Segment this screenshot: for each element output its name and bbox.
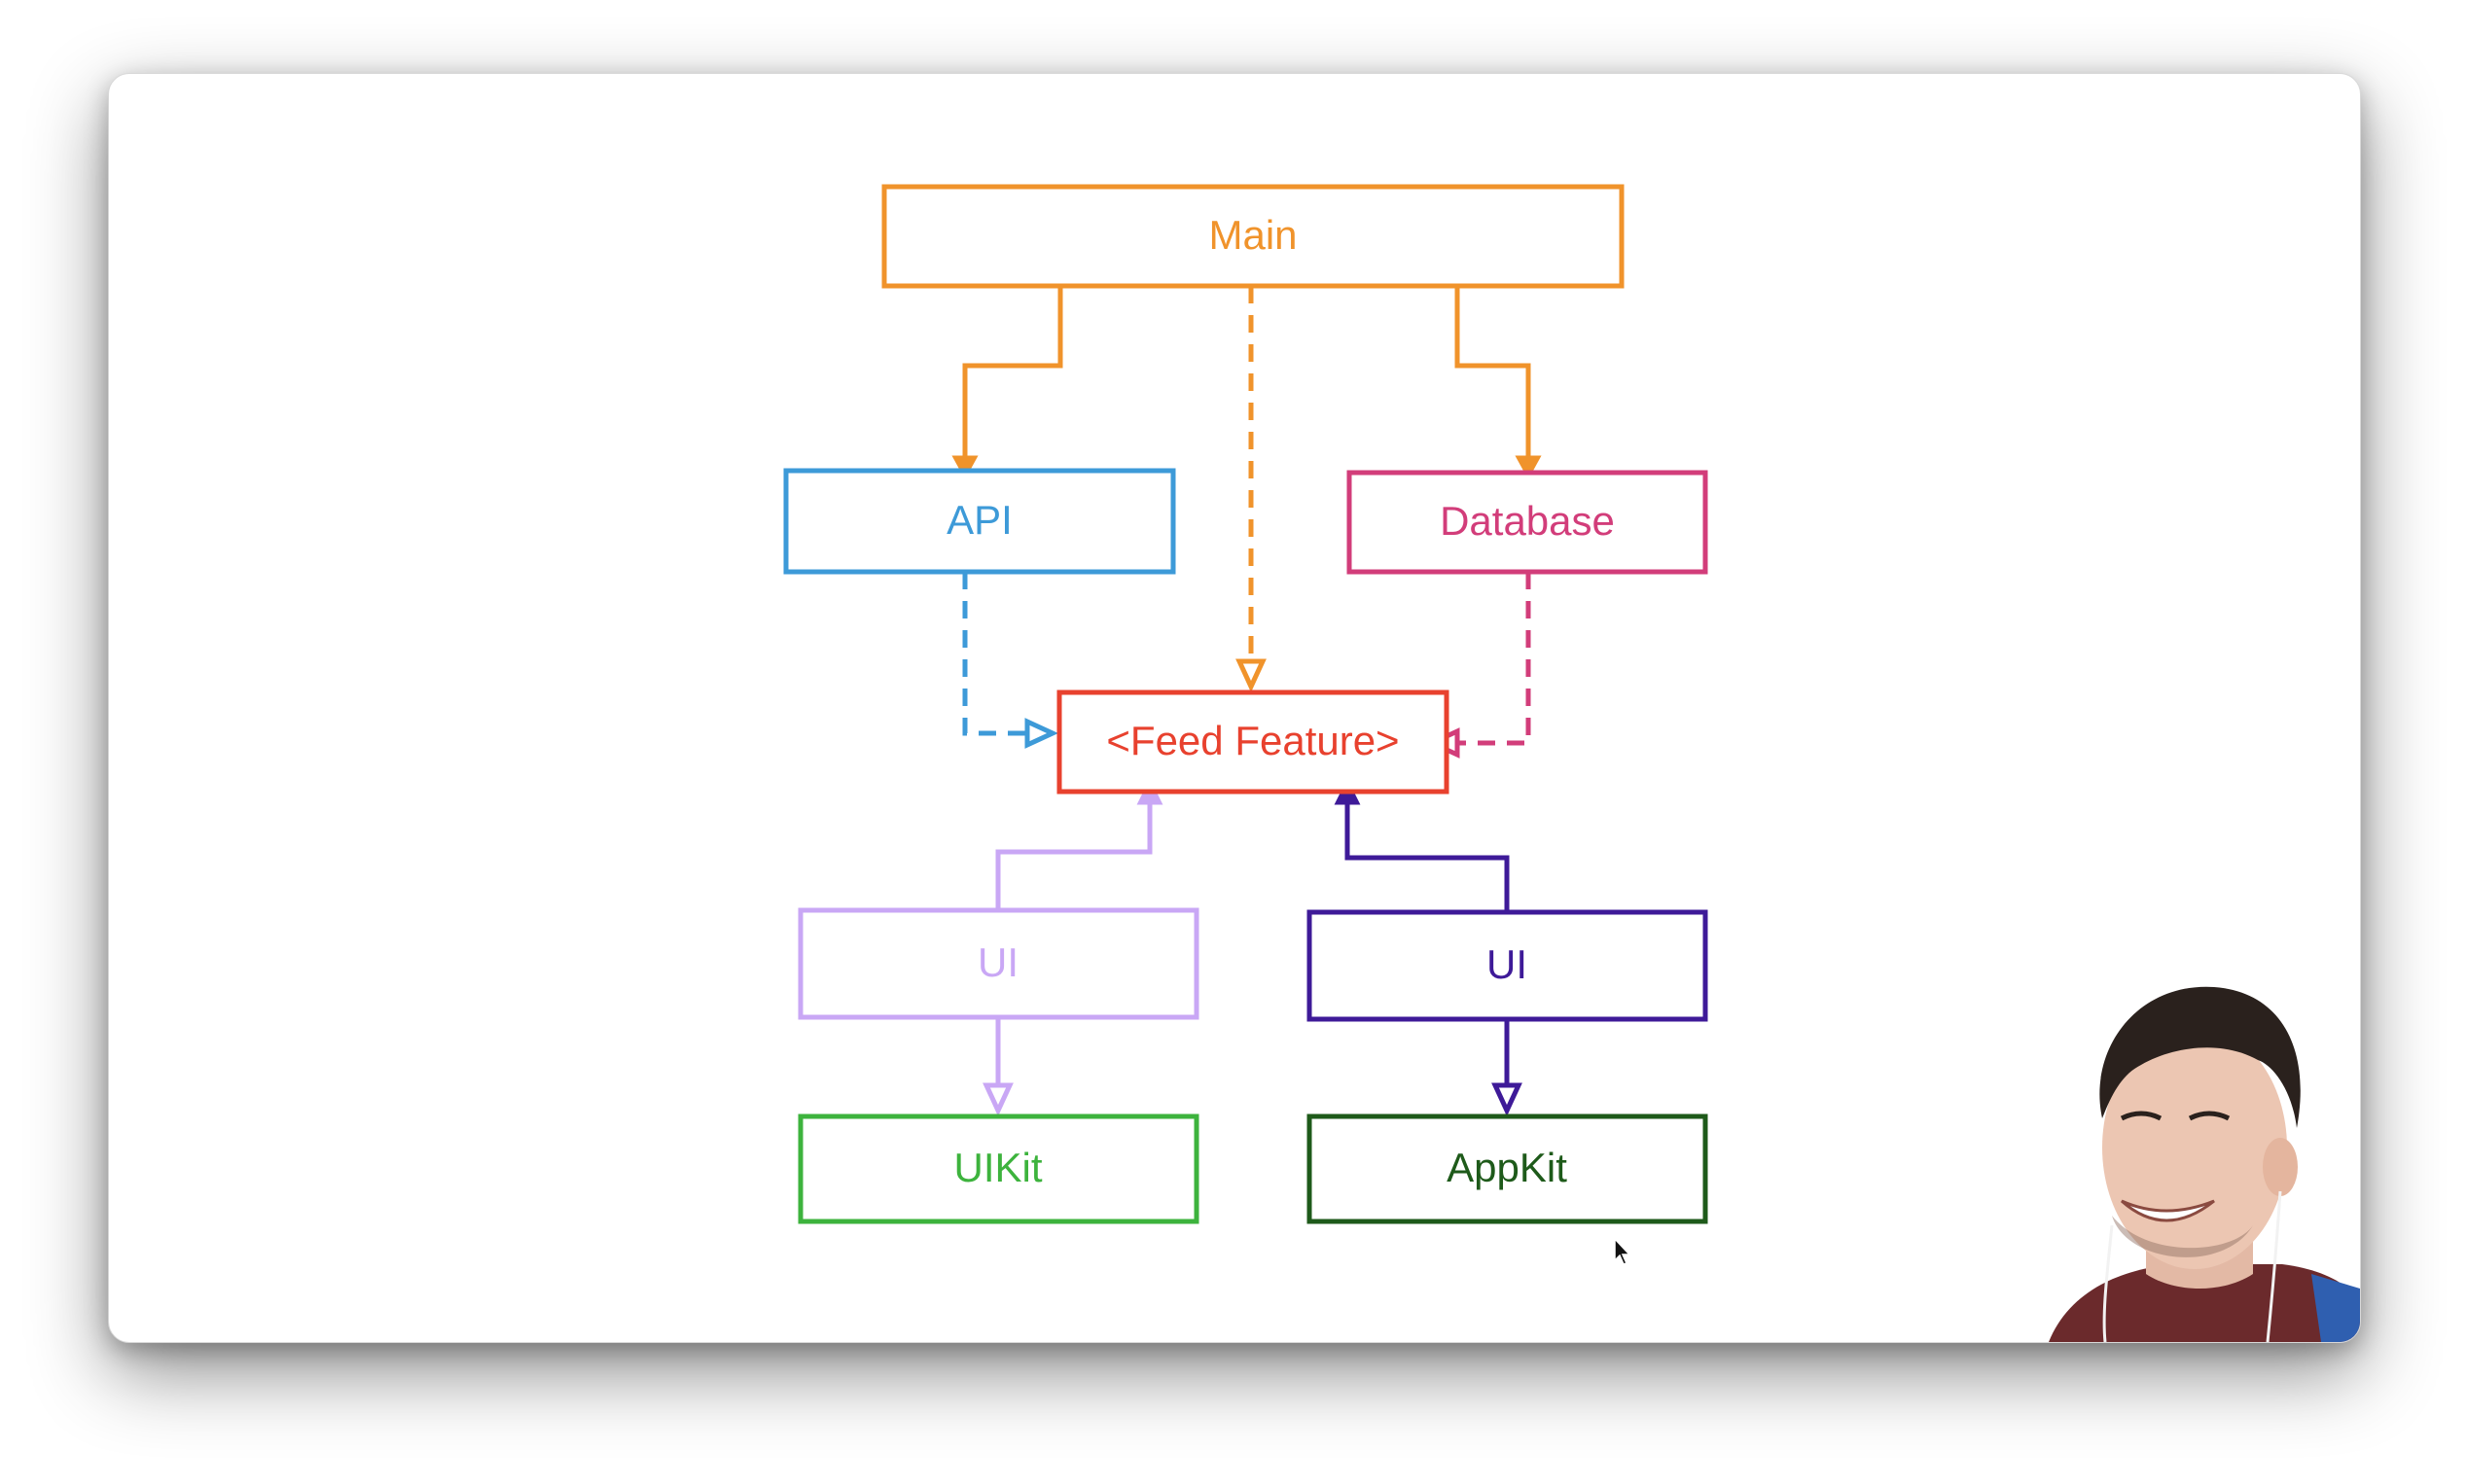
- edge-ui-left-uikit: [983, 1017, 1014, 1116]
- node-database-label: Database: [1440, 498, 1615, 544]
- edge-api-feed: [962, 572, 1058, 749]
- mouse-cursor-icon: [1614, 1237, 1631, 1265]
- node-database: Database: [1346, 470, 1708, 575]
- edge-main-database: [1454, 286, 1542, 480]
- node-ui-right: UI: [1306, 909, 1708, 1022]
- node-uikit-label: UIKit: [953, 1145, 1042, 1190]
- node-feed-feature: <Feed Feature>: [1056, 689, 1449, 795]
- architecture-diagram: Main API Database <Feed Feature> UI UI U…: [783, 184, 1708, 1224]
- node-main: Main: [881, 184, 1625, 289]
- edge-ui-right-feed: [1334, 778, 1510, 912]
- slide-window: Main API Database <Feed Feature> UI UI U…: [108, 73, 2361, 1343]
- edge-ui-right-appkit: [1491, 1019, 1522, 1116]
- node-appkit: AppKit: [1306, 1113, 1708, 1224]
- node-appkit-label: AppKit: [1447, 1145, 1567, 1190]
- node-ui-left-label: UI: [978, 939, 1019, 985]
- edge-main-feed: [1235, 286, 1267, 692]
- node-api: API: [783, 468, 1176, 575]
- node-api-label: API: [947, 497, 1013, 543]
- node-ui-right-label: UI: [1486, 941, 1527, 987]
- node-ui-left: UI: [798, 907, 1199, 1020]
- presenter-webcam: [2049, 986, 2360, 1342]
- node-uikit: UIKit: [798, 1113, 1199, 1224]
- edge-main-api: [951, 286, 1063, 480]
- node-feed-feature-label: <Feed Feature>: [1106, 718, 1399, 763]
- node-main-label: Main: [1208, 212, 1297, 258]
- edge-ui-left-feed: [995, 778, 1163, 908]
